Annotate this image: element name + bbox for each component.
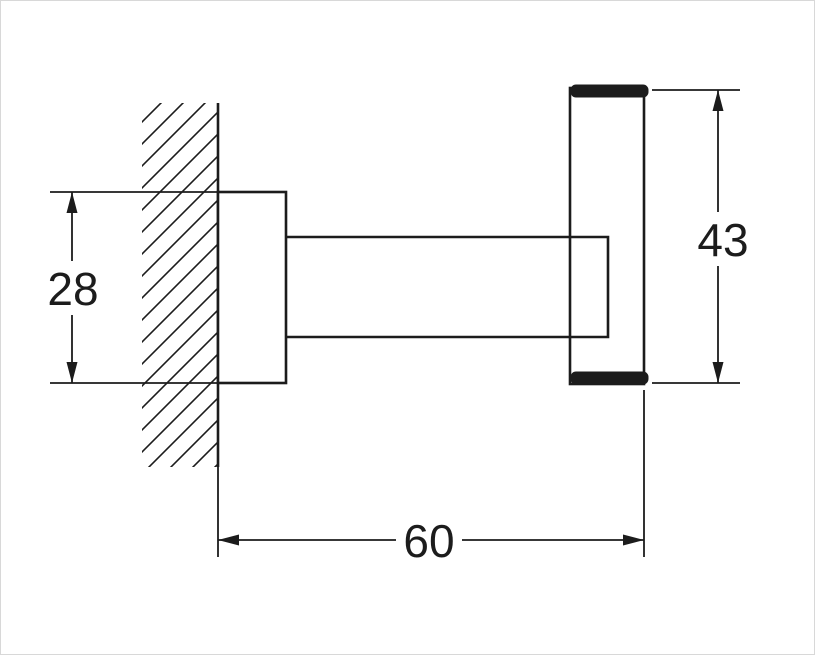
dimension-bracket-height: 28 xyxy=(40,191,218,384)
dimension-projection: 60 xyxy=(217,390,645,567)
dim-28-label: 28 xyxy=(47,263,98,315)
wall-hatch xyxy=(142,103,218,467)
front-plate-top-cap xyxy=(570,84,649,98)
dim-28-label-mask xyxy=(40,261,106,315)
hook-arm xyxy=(286,235,610,339)
dimension-plate-height: 43 xyxy=(652,89,756,384)
dim-60-arrow-right xyxy=(623,534,644,546)
dim-60-label-mask xyxy=(396,513,462,567)
dim-43-arrow-down xyxy=(712,362,724,383)
dim-43-label: 43 xyxy=(697,214,748,266)
mount-bracket xyxy=(216,190,288,385)
dim-60-label: 60 xyxy=(403,515,454,567)
front-plate-bottom-cap xyxy=(570,371,649,385)
dim-28-arrow-up xyxy=(66,192,78,213)
dim-60-arrow-left xyxy=(218,534,239,546)
dim-43-label-mask xyxy=(690,212,756,266)
dim-28-arrow-down xyxy=(66,362,78,383)
dim-43-arrow-up xyxy=(712,90,724,111)
